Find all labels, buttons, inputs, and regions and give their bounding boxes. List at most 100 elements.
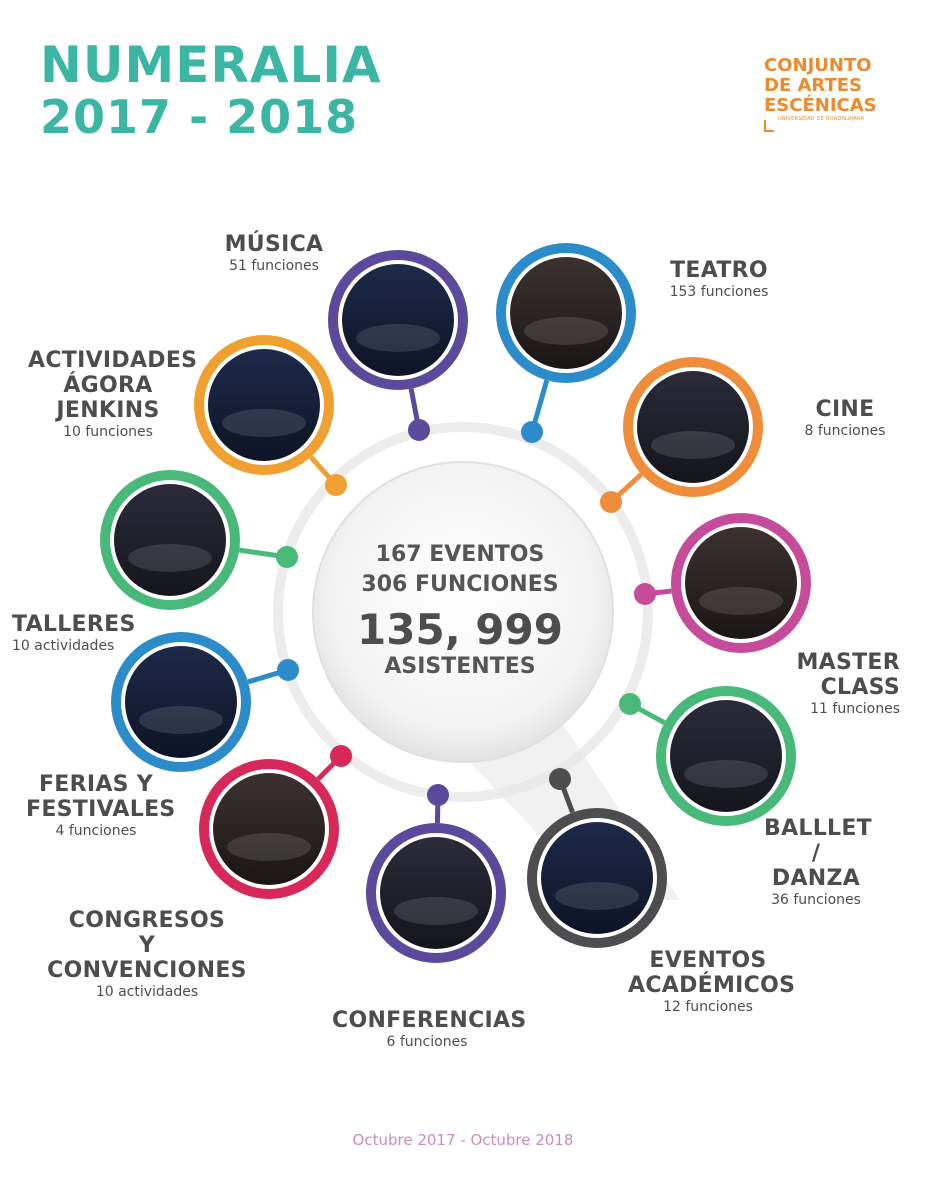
label-conferencias: CONFERENCIAS 6 funciones — [332, 1008, 527, 1051]
category-name-line-1: CONGRESOS — [68, 908, 226, 933]
node-agora-jenkins — [194, 335, 347, 496]
logo-line-1: CONJUNTO — [764, 55, 872, 76]
category-name-line-1: ACTIVIDADES — [28, 348, 198, 373]
outer-ring — [273, 422, 653, 802]
logo-line-3: ESCÉNICAS — [764, 95, 877, 116]
category-detail: 10 actividades — [95, 984, 199, 1000]
category-name-line-2: / DANZA — [771, 841, 861, 891]
event-photo — [213, 773, 325, 885]
connector-dot — [521, 421, 543, 443]
node-teatro — [496, 243, 636, 443]
connector-dot — [549, 768, 571, 790]
label-cine: CINE 8 funciones — [800, 397, 890, 440]
page-title: NUMERALIA 2017 - 2018 — [40, 40, 382, 140]
connector-dot — [427, 784, 449, 806]
title-line-1: NUMERALIA — [40, 36, 382, 94]
label-master-class: MASTER CLASS 11 funciones — [796, 650, 900, 718]
node-ballet — [619, 686, 796, 826]
node-master-class — [634, 513, 811, 653]
event-photo — [342, 264, 454, 376]
node-conferencias — [366, 784, 506, 963]
category-detail: 4 funciones — [55, 823, 137, 839]
photo-highlight — [524, 317, 608, 345]
label-ballet-danza: BALLLET / DANZA 36 funciones — [764, 816, 872, 909]
connector-dot — [277, 659, 299, 681]
photo-highlight — [555, 882, 639, 910]
category-name: CINE — [815, 397, 875, 422]
logo-bracket — [764, 120, 774, 132]
category-name: MÚSICA — [224, 232, 324, 257]
category-detail: 153 funciones — [669, 284, 769, 300]
node-talleres — [100, 470, 298, 610]
label-ferias: FERIAS Y FESTIVALES 4 funciones — [26, 772, 176, 840]
label-agora-jenkins: ACTIVIDADES ÁGORA JENKINS 10 funciones — [28, 348, 198, 441]
event-photo — [541, 822, 653, 934]
connector-dot — [634, 583, 656, 605]
photo-highlight — [139, 706, 223, 734]
organization-logo: CONJUNTO DE ARTES ESCÉNICAS UNIVERSIDAD … — [764, 55, 877, 132]
photo-highlight — [128, 544, 212, 572]
photo-highlight — [227, 833, 311, 861]
category-name-line-3: JENKINS — [56, 398, 160, 423]
category-detail: 11 funciones — [810, 701, 900, 717]
attendees-number: 135, 999 — [357, 605, 563, 654]
photo-highlight — [684, 760, 768, 788]
event-photo — [380, 837, 492, 949]
event-photo — [510, 257, 622, 369]
photo-highlight — [356, 324, 440, 352]
event-photo — [114, 484, 226, 596]
node-cine — [600, 357, 763, 513]
logo-line-2: DE ARTES — [764, 75, 863, 96]
category-name-line-1: EVENTOS — [649, 948, 767, 973]
event-photo — [670, 700, 782, 812]
logo-subtitle: UNIVERSIDAD DE GUADALAJARA — [778, 116, 864, 122]
connector-dot — [276, 546, 298, 568]
connector-dot — [325, 474, 347, 496]
connector-dot — [600, 491, 622, 513]
category-name-line-2: FESTIVALES — [26, 797, 176, 822]
photo-highlight — [699, 587, 783, 615]
category-name: TALLERES — [12, 612, 136, 637]
category-name-line-1: MASTER — [796, 650, 900, 675]
category-detail: 10 funciones — [63, 424, 153, 440]
node-eventos-academicos — [527, 768, 667, 948]
connector-dot — [408, 419, 430, 441]
connector-dot — [619, 693, 641, 715]
category-name-line-2: ÁGORA — [63, 373, 153, 398]
label-talleres: TALLERES 10 actividades — [12, 612, 142, 655]
category-name-line-2: ACADÉMICOS — [628, 973, 796, 998]
title-line-2: 2017 - 2018 — [40, 90, 359, 144]
category-detail: 12 funciones — [663, 999, 753, 1015]
category-detail: 10 actividades — [12, 638, 115, 654]
category-detail: 6 funciones — [386, 1034, 468, 1050]
category-detail: 36 funciones — [771, 892, 861, 908]
center-summary: 167 EVENTOS 306 FUNCIONES 135, 999 ASIST… — [330, 540, 590, 680]
attendees-label: ASISTENTES — [384, 654, 536, 679]
category-name-line-1: BALLLET — [764, 816, 872, 841]
center-disc — [312, 461, 614, 763]
node-ferias — [111, 632, 299, 772]
node-congresos — [199, 745, 352, 899]
event-photo — [637, 371, 749, 483]
photo-highlight — [222, 409, 306, 437]
category-detail: 51 funciones — [229, 258, 319, 274]
event-photo — [125, 646, 237, 758]
category-name: TEATRO — [670, 258, 768, 283]
event-photo — [685, 527, 797, 639]
total-functions: 306 FUNCIONES — [361, 572, 559, 597]
photo-highlight — [394, 897, 478, 925]
photo-highlight — [651, 431, 735, 459]
event-photo — [208, 349, 320, 461]
category-name: CONFERENCIAS — [332, 1008, 527, 1033]
total-events: 167 EVENTOS — [375, 542, 545, 567]
node-musica — [328, 250, 468, 441]
category-name-line-2: CLASS — [820, 675, 900, 700]
label-eventos-academicos: EVENTOS ACADÉMICOS 12 funciones — [628, 948, 796, 1016]
footer-period: Octubre 2017 - Octubre 2018 — [352, 1131, 574, 1149]
connector-dot — [330, 745, 352, 767]
label-congresos: CONGRESOS Y CONVENCIONES 10 actividades — [40, 908, 254, 1001]
category-name-line-1: FERIAS Y — [38, 772, 154, 797]
category-name-line-2: Y CONVENCIONES — [47, 933, 247, 983]
label-musica: MÚSICA 51 funciones — [224, 232, 324, 275]
